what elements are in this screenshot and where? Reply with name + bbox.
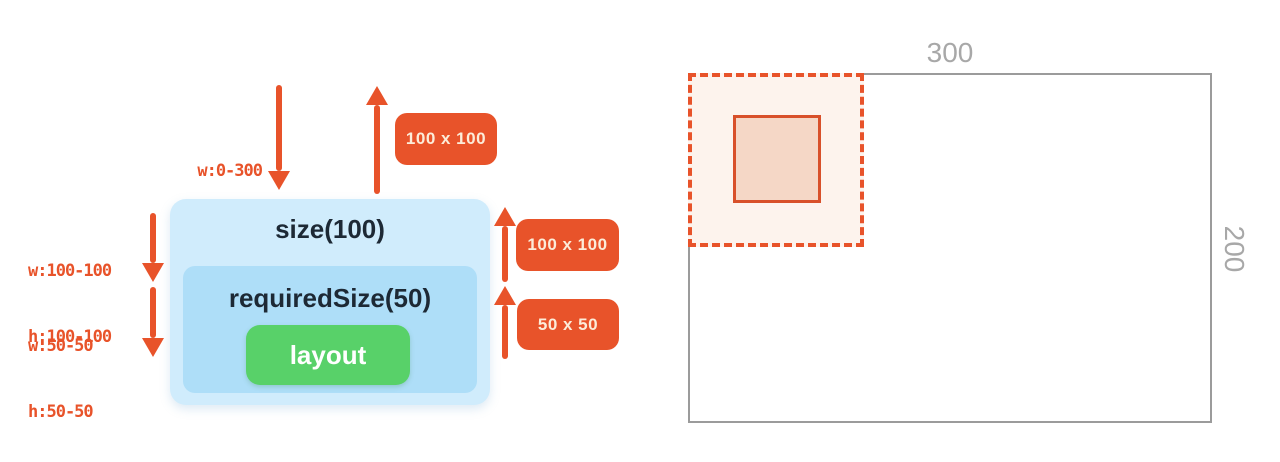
height-dimension-label: 200	[1219, 225, 1250, 273]
result-size-badge-top: 100 x 100	[395, 113, 497, 165]
measured-region-dashed-box	[688, 73, 864, 247]
arrow-shaft	[374, 105, 380, 194]
arrow-shaft	[150, 213, 156, 263]
arrowhead-down	[142, 263, 164, 282]
arrow-down-required-constraints-icon	[142, 287, 164, 357]
width-dimension-label: 300	[926, 37, 974, 68]
size-constraints-line1: w:100-100	[28, 261, 112, 281]
size-constraints-label: w:100-100 h:100-100	[28, 216, 112, 392]
arrow-shaft	[150, 287, 156, 338]
layout-node: layout	[246, 325, 410, 385]
arrowhead-down	[142, 338, 164, 357]
result-size-badge-middle: 100 x 100	[516, 219, 619, 271]
incoming-constraints-line1: w:0-300	[197, 161, 263, 181]
result-size-badge-bottom: 50 x 50	[517, 299, 619, 350]
arrow-shaft	[276, 85, 282, 171]
layout-node-label: layout	[289, 339, 367, 370]
arrow-up-required-result-icon	[494, 286, 516, 359]
size-constraints-line2: h:100-100	[28, 327, 112, 347]
required-size-constraints-label: w:50-50 h:50-50	[28, 291, 94, 462]
arrow-up-size-result-icon	[494, 207, 516, 282]
required-size-modifier-label: requiredSize(50)	[228, 283, 432, 313]
required-size-constraints-line1: w:50-50	[28, 336, 94, 356]
result-size-badge-bottom-label: 50 x 50	[537, 314, 599, 334]
size-modifier-label: size(100)	[275, 214, 385, 244]
placed-content-square	[733, 115, 821, 203]
arrowhead-up	[366, 86, 388, 105]
arrow-down-size-constraints-icon	[142, 213, 164, 282]
result-size-badge-middle-label: 100 x 100	[527, 235, 608, 254]
required-size-constraints-line2: h:50-50	[28, 402, 94, 422]
arrow-down-incoming-icon	[268, 85, 290, 190]
arrow-shaft	[502, 305, 508, 359]
result-size-badge-top-label: 100 x 100	[405, 129, 487, 148]
arrowhead-up	[494, 286, 516, 305]
arrow-shaft	[502, 226, 508, 282]
arrowhead-up	[494, 207, 516, 226]
arrowhead-down	[268, 171, 290, 190]
arrow-up-result-icon	[366, 86, 388, 194]
